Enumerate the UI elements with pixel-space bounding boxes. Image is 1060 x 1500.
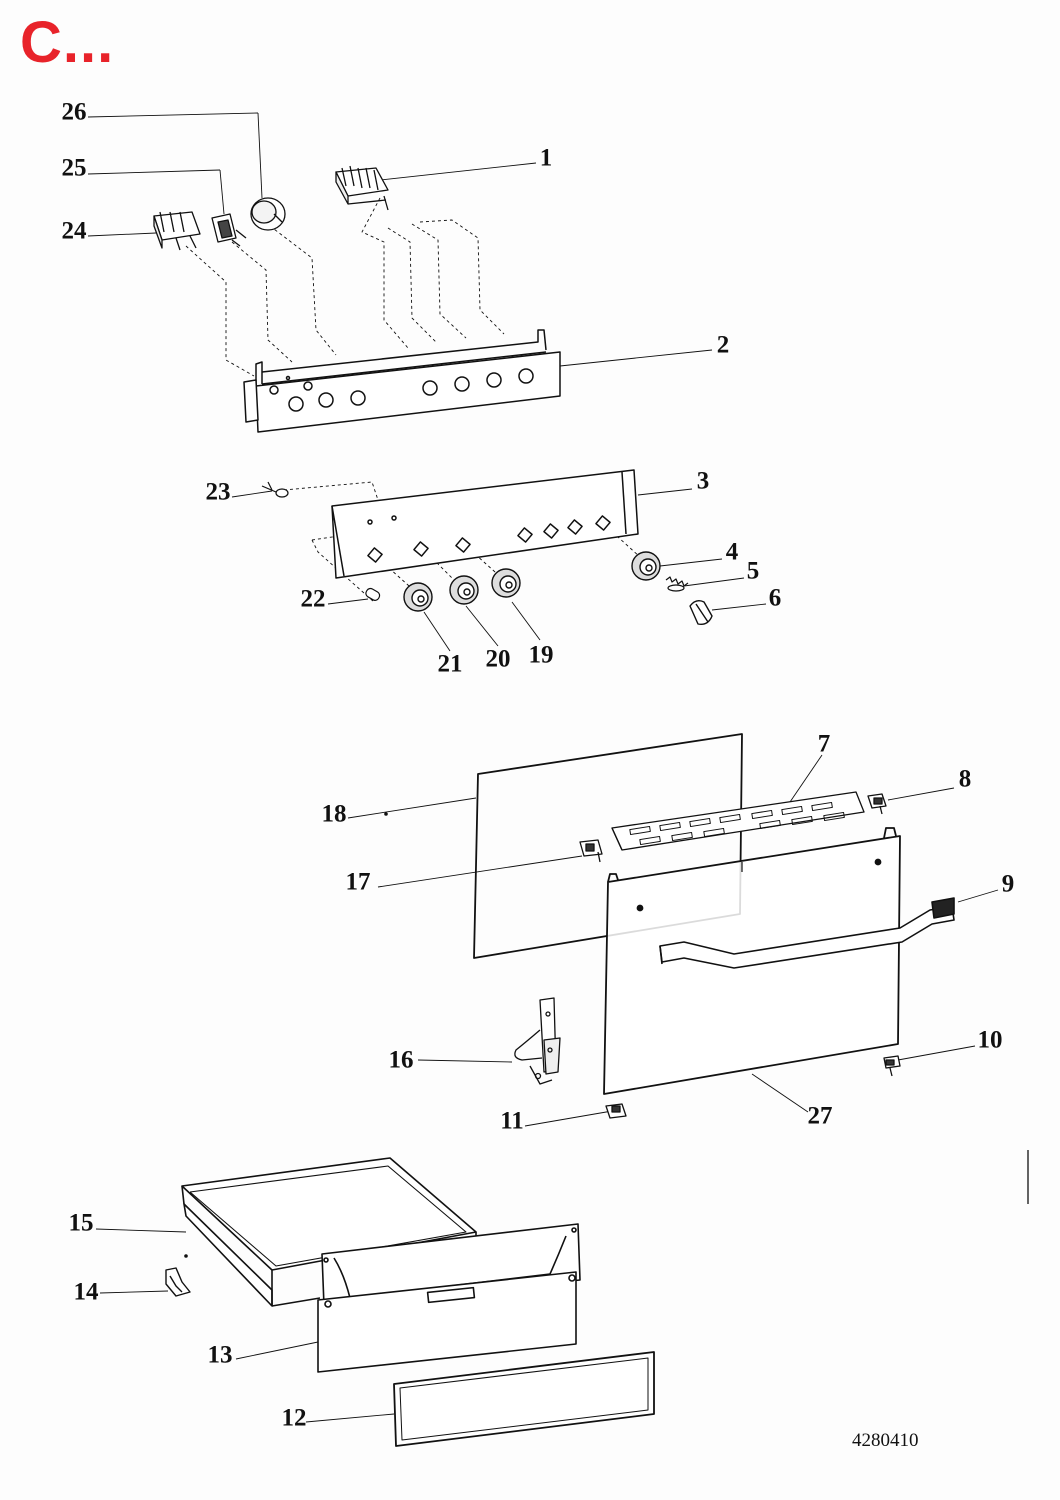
drawer-front-13 [317, 1223, 581, 1373]
hinge-16 [514, 997, 561, 1085]
callout-12: 12 [281, 1404, 307, 1432]
callout-7: 7 [817, 730, 831, 758]
vent-profile-7 [611, 791, 865, 851]
leader-lines [87, 112, 999, 1423]
callout-14: 14 [73, 1278, 99, 1306]
callout-27: 27 [807, 1102, 833, 1130]
drawer-panel-12 [393, 1351, 655, 1447]
callout-2: 2 [716, 331, 730, 359]
spring-5 [665, 576, 689, 592]
callout-16: 16 [388, 1046, 414, 1074]
bezel-rings [403, 551, 661, 612]
callout-8: 8 [958, 765, 972, 793]
pin-23 [261, 481, 289, 498]
timer-26 [250, 197, 286, 231]
drawer-tray-15 [181, 1157, 477, 1307]
relay-25 [211, 213, 247, 247]
drawing-code: 4280410 [852, 1430, 919, 1451]
callout-11: 11 [500, 1107, 524, 1135]
callout-23: 23 [205, 478, 231, 506]
control-bracket-2 [243, 329, 561, 433]
bracket-14 [165, 1267, 191, 1297]
knob-6 [689, 599, 713, 626]
stray-dot [384, 812, 388, 816]
callout-9: 9 [1001, 870, 1015, 898]
lens-22 [365, 587, 381, 601]
callout-20: 20 [485, 645, 511, 673]
callout-26: 26 [61, 98, 87, 126]
callout-4: 4 [725, 538, 739, 566]
clip-10 [883, 1055, 901, 1077]
callout-1: 1 [539, 144, 553, 172]
callout-5: 5 [746, 557, 760, 585]
callout-24: 24 [61, 217, 87, 245]
callout-13: 13 [207, 1341, 233, 1369]
front-fascia-3 [331, 469, 639, 579]
clip-17 [579, 839, 603, 863]
callout-25: 25 [61, 154, 87, 182]
callout-19: 19 [528, 641, 554, 669]
callout-6: 6 [768, 584, 782, 612]
callout-17: 17 [345, 868, 371, 896]
clip-11 [605, 1103, 627, 1119]
stray-dot [184, 1254, 188, 1258]
callout-10: 10 [977, 1026, 1003, 1054]
callout-18: 18 [321, 800, 347, 828]
handle-9 [659, 897, 955, 969]
callout-21: 21 [437, 650, 463, 678]
page-title: C... [20, 10, 115, 75]
callout-3: 3 [696, 467, 710, 495]
callout-15: 15 [68, 1209, 94, 1237]
switch-block-24 [153, 211, 201, 251]
terminal-block-1 [335, 165, 389, 211]
callout-22: 22 [300, 585, 326, 613]
clip-8 [867, 793, 887, 815]
